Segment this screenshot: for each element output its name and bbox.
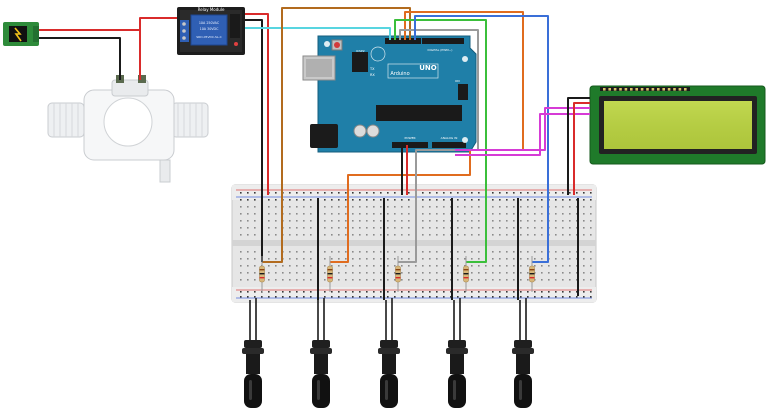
wire-black-relay	[245, 19, 263, 195]
resistor	[529, 256, 535, 292]
wire-red-lcd	[573, 102, 590, 195]
dc-power-jack-icon	[3, 22, 39, 46]
arduino-power-label: POWER	[404, 136, 415, 140]
arduino-analog-label: ANALOG IN	[441, 136, 458, 140]
float-switch-icon	[310, 298, 332, 408]
arduino-uno-board	[302, 35, 477, 153]
wires	[39, 7, 590, 300]
relay-spec-line-3: SRD-05VDC-SL-C	[196, 35, 221, 39]
resistor	[463, 256, 469, 292]
float-switch-icon	[242, 298, 264, 408]
resistor	[395, 256, 401, 292]
resistors	[259, 256, 535, 292]
wire-red-relay-bb	[245, 13, 269, 195]
arduino-on-label: ON	[455, 79, 460, 83]
wire-black-jack	[39, 37, 121, 80]
relay-spec-line-1: 10A 250VAC	[199, 21, 220, 25]
relay-brand-label: Relay Module	[198, 7, 225, 12]
resistor	[327, 256, 333, 292]
resistor	[259, 256, 265, 292]
arduino-tx-label: TX	[369, 67, 375, 71]
arduino-brand-label: Arduino	[390, 71, 409, 77]
relay-module	[177, 7, 245, 55]
wire-black-lcd	[567, 97, 590, 195]
float-sensors	[242, 298, 534, 408]
float-switch-icon	[378, 298, 400, 408]
float-switch-icon	[446, 298, 468, 408]
arduino-digital-label: DIGITAL (PWM~)	[428, 48, 453, 52]
wire-green-sensor-4	[394, 19, 487, 263]
breadboard	[231, 184, 597, 303]
solenoid-valve-icon	[47, 75, 209, 183]
arduino-model-label: UNO	[419, 64, 437, 72]
wire-cyan-relay	[245, 27, 391, 40]
wire-blue-sensor-5	[414, 15, 549, 263]
lcd-pin-header	[603, 88, 687, 91]
arduino-rx-label: RX	[370, 73, 375, 77]
relay-spec-line-2: 10A 30VDC	[200, 27, 219, 31]
wire-magenta-lcd-2	[455, 113, 590, 156]
lcd-display	[589, 85, 766, 165]
wire-red-relay	[139, 17, 177, 30]
float-switch-icon	[512, 298, 534, 408]
arduino-icsp-label: ICSP2	[356, 49, 365, 53]
wire-brown-sensor-1	[262, 7, 411, 263]
